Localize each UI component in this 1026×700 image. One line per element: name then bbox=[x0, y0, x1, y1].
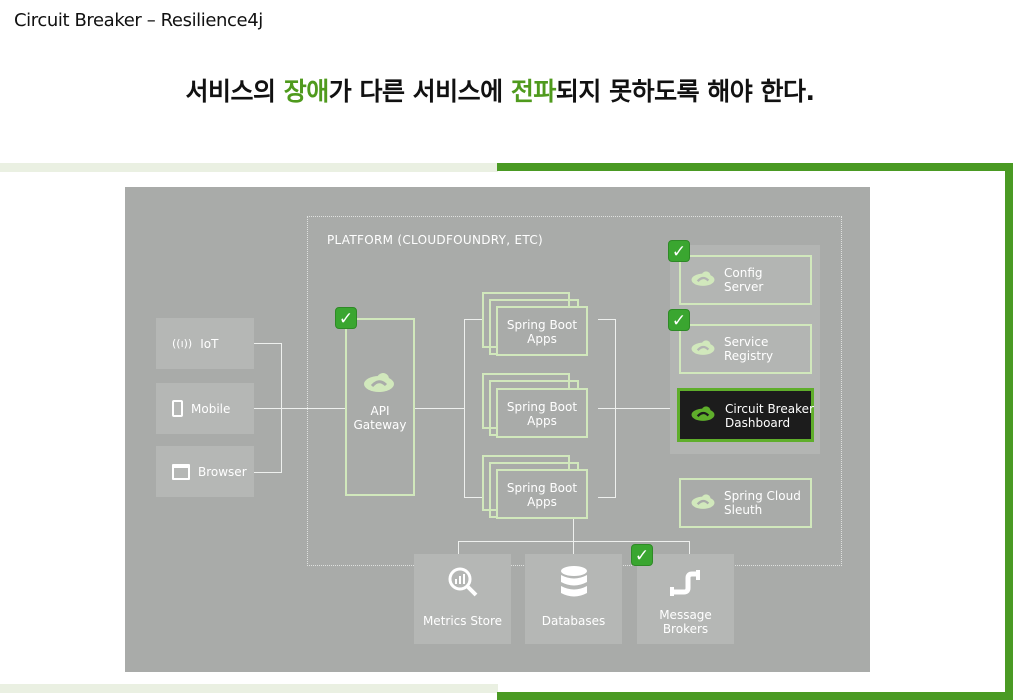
headline-highlight-2: 전파 bbox=[510, 77, 557, 106]
connector-line bbox=[464, 497, 484, 498]
connector-line bbox=[573, 517, 574, 542]
apps-line1: Spring Boot bbox=[506, 400, 578, 414]
client-label: IoT bbox=[200, 336, 219, 351]
decorative-band-bottom bbox=[0, 684, 498, 693]
headline-highlight-1: 장애 bbox=[283, 77, 330, 106]
spring-boot-apps-3 bbox=[496, 469, 588, 519]
connector-line bbox=[254, 408, 346, 409]
browser-icon bbox=[172, 463, 190, 480]
cloud-icon bbox=[691, 340, 715, 355]
connector-line bbox=[414, 408, 464, 409]
mobile-icon bbox=[172, 400, 183, 417]
connector-line bbox=[689, 541, 690, 554]
metrics-search-icon bbox=[448, 567, 478, 597]
apps-line2: Apps bbox=[527, 495, 557, 509]
config-server-label: Config Server bbox=[724, 266, 763, 294]
service-registry-box bbox=[679, 324, 812, 374]
apps-line1: Spring Boot bbox=[506, 481, 578, 495]
connector-line bbox=[458, 541, 459, 554]
client-mobile: Mobile bbox=[156, 383, 254, 434]
service-line1: Config bbox=[724, 266, 763, 280]
client-browser: Browser bbox=[156, 446, 254, 497]
apps-line1: Spring Boot bbox=[506, 318, 578, 332]
spring-boot-apps-1 bbox=[496, 306, 588, 356]
check-mark-icon: ✓ bbox=[668, 240, 690, 262]
config-server-box bbox=[679, 255, 812, 305]
headline-text-3: 되지 못하도록 해야 한다. bbox=[555, 77, 815, 106]
cloud-icon bbox=[691, 271, 715, 286]
check-mark-icon: ✓ bbox=[631, 544, 653, 566]
bottom-line1: Message bbox=[659, 608, 712, 622]
cloud-icon bbox=[691, 406, 715, 421]
message-brokers-label: Message Brokers bbox=[637, 608, 734, 636]
check-mark-icon: ✓ bbox=[335, 307, 357, 329]
client-iot: ((ı)) IoT bbox=[156, 318, 254, 369]
connector-line bbox=[598, 408, 678, 409]
apps-label-3: Spring Boot Apps bbox=[496, 481, 588, 509]
apps-line2: Apps bbox=[527, 332, 557, 346]
service-line1: Circuit Breaker bbox=[725, 402, 814, 416]
service-line1: Service bbox=[724, 335, 769, 349]
headline: 서비스의 장애가 다른 서비스에 전파되지 못하도록 해야 한다. bbox=[0, 72, 1000, 108]
bottom-line2: Brokers bbox=[662, 622, 709, 636]
gateway-line1: API bbox=[370, 404, 390, 418]
database-icon bbox=[561, 566, 587, 597]
cloud-icon bbox=[364, 373, 394, 392]
cloud-icon bbox=[691, 494, 715, 509]
service-registry-label: Service Registry bbox=[724, 335, 773, 363]
metrics-store-label: Metrics Store bbox=[422, 614, 503, 628]
api-gateway-box bbox=[345, 318, 415, 496]
headline-text-2: 가 다른 서비스에 bbox=[328, 77, 511, 106]
service-line2: Dashboard bbox=[725, 416, 791, 430]
connector-line bbox=[254, 472, 282, 473]
message-brokers-box: Message Brokers bbox=[637, 554, 734, 644]
connector-line bbox=[464, 319, 484, 320]
client-label: Browser bbox=[198, 464, 247, 479]
spring-cloud-sleuth-label: Spring Cloud Sleuth bbox=[724, 489, 801, 517]
metrics-store-box: Metrics Store bbox=[414, 554, 511, 644]
databases-label: Databases bbox=[541, 614, 606, 628]
headline-text-1: 서비스의 bbox=[185, 77, 284, 106]
apps-label-2: Spring Boot Apps bbox=[496, 400, 588, 428]
spring-boot-apps-2 bbox=[496, 388, 588, 438]
connector-line bbox=[464, 319, 465, 498]
apps-line2: Apps bbox=[527, 414, 557, 428]
platform-label: PLATFORM (CLOUDFOUNDRY, ETC) bbox=[327, 233, 543, 247]
check-mark-icon: ✓ bbox=[668, 309, 690, 331]
service-line2: Registry bbox=[724, 349, 774, 363]
spring-cloud-sleuth-box bbox=[679, 478, 812, 528]
connector-line bbox=[458, 541, 690, 542]
gateway-label: API Gateway bbox=[345, 404, 415, 432]
connector-line bbox=[573, 541, 574, 554]
gateway-line2: Gateway bbox=[353, 418, 407, 432]
connector-line bbox=[254, 343, 282, 344]
iot-icon: ((ı)) bbox=[172, 337, 193, 350]
service-line2: Sleuth bbox=[724, 503, 763, 517]
service-line1: Spring Cloud bbox=[724, 489, 801, 503]
pipe-icon bbox=[670, 570, 700, 596]
databases-box: Databases bbox=[525, 554, 622, 644]
service-line2: Server bbox=[724, 280, 764, 294]
green-frame bbox=[497, 163, 1013, 700]
connector-line bbox=[598, 319, 615, 320]
page-title: Circuit Breaker – Resilience4j bbox=[14, 10, 263, 31]
client-label: Mobile bbox=[191, 401, 231, 416]
connector-line bbox=[598, 497, 615, 498]
apps-label-1: Spring Boot Apps bbox=[496, 318, 588, 346]
circuit-breaker-dashboard-label: Circuit Breaker Dashboard bbox=[725, 402, 814, 430]
decorative-band-top bbox=[0, 163, 498, 172]
